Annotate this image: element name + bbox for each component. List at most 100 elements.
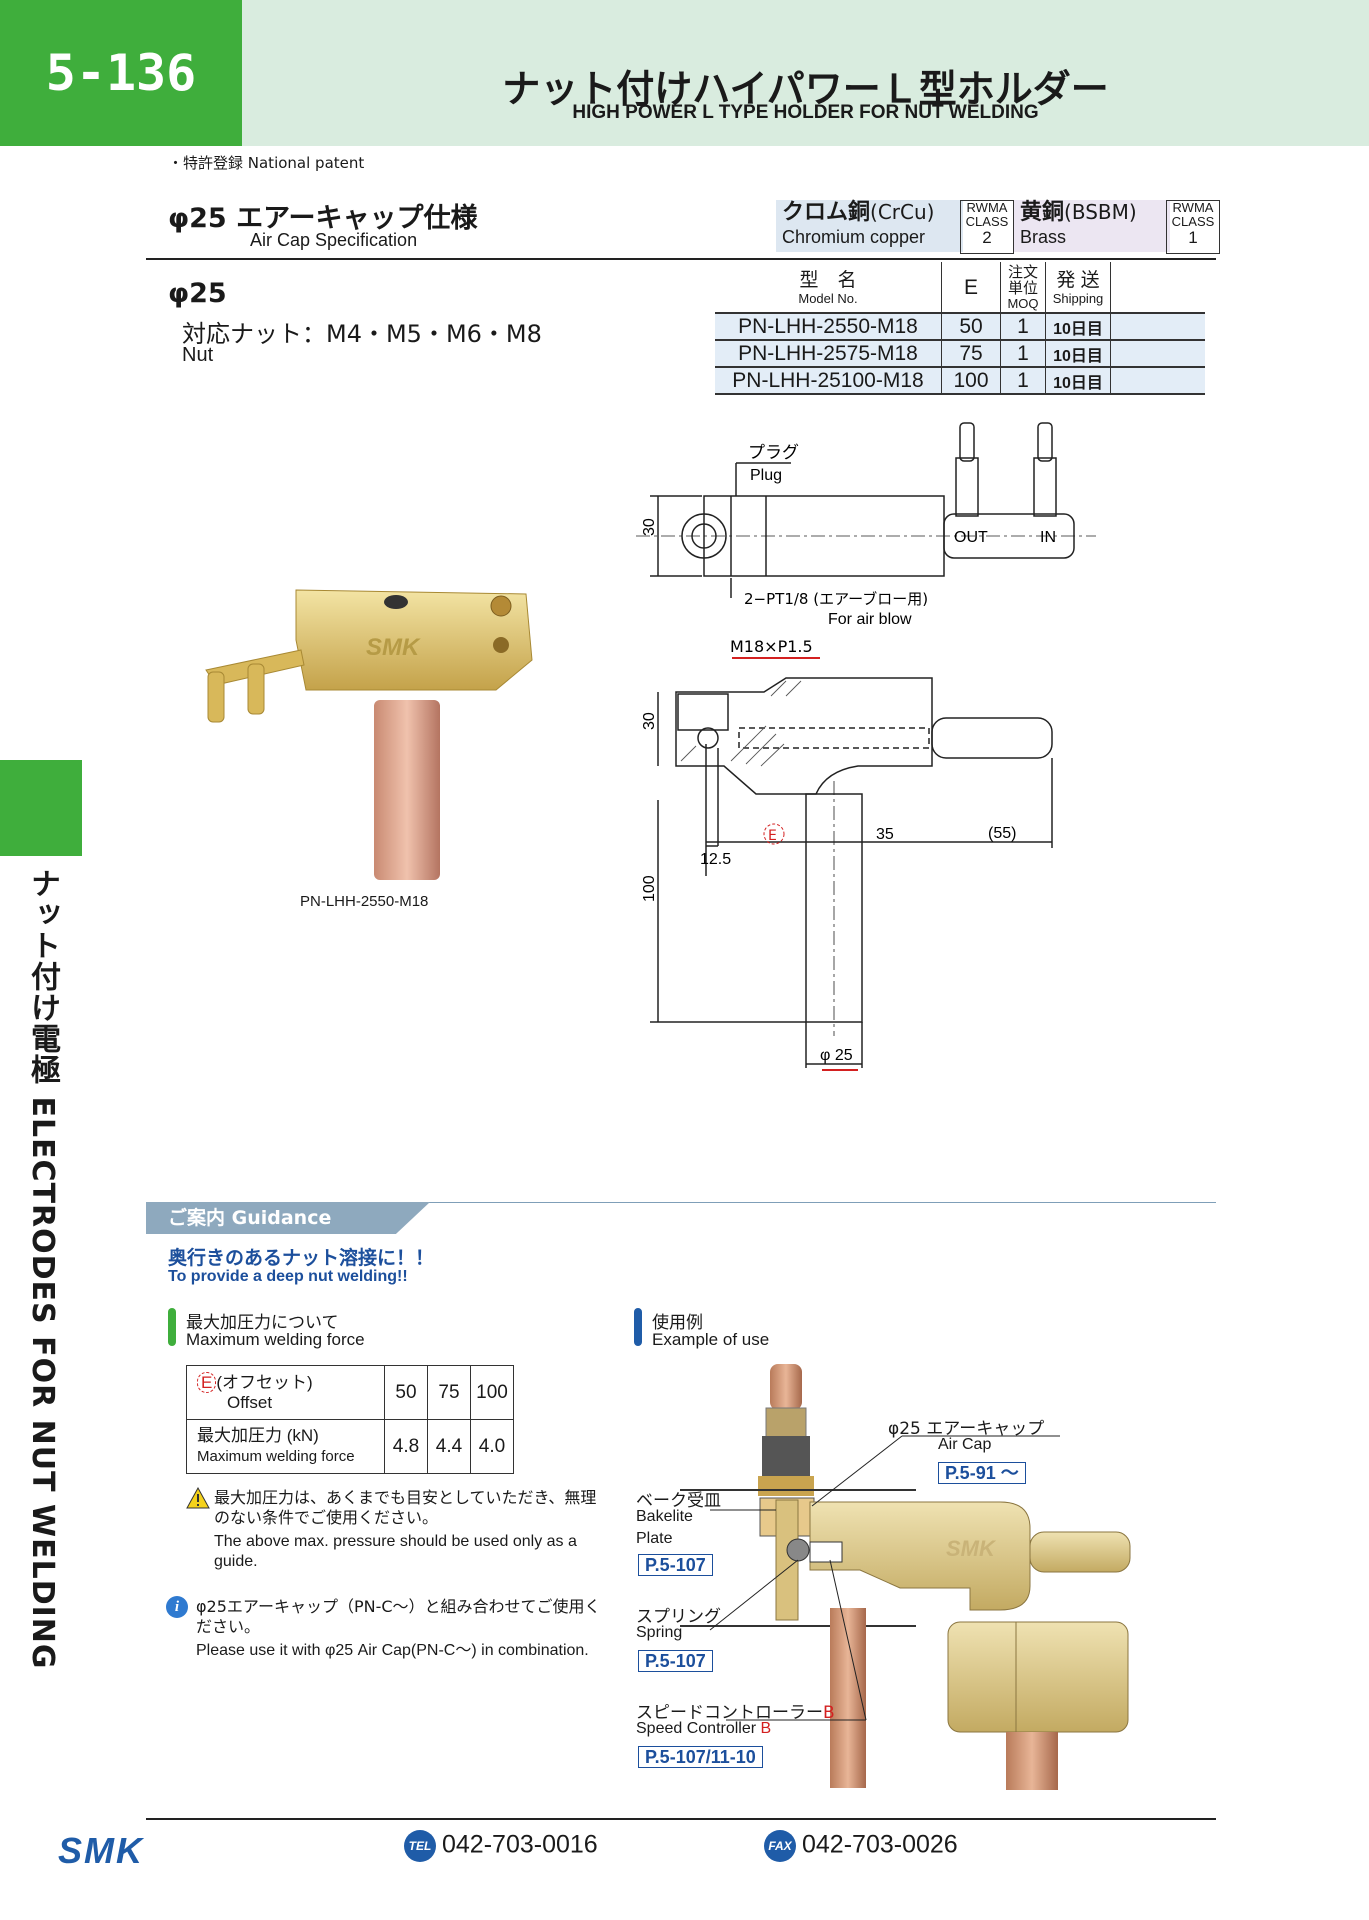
cell-model: PN-LHH-25100-M18 [715,367,942,395]
cell-shipping: 10日目 [1045,340,1111,368]
speed-label-en: Speed Controller B [636,1720,772,1737]
product-photo: SMK [205,589,533,880]
cell-moq: 1 [1000,367,1046,395]
out-label: OUT [954,529,988,546]
hose-barb [1033,457,1057,517]
hose-barb [955,457,979,517]
rwma-class-box: RWMA CLASS 1 [1166,200,1220,254]
usage-logo: SMK [946,1536,997,1561]
offset-value: 100 [470,1365,514,1420]
plug-label-jp: プラグ [748,443,799,463]
section-hatch [680,680,802,767]
speed-label-jp: スピードコントローラーB [636,1703,835,1723]
holder-top [762,1436,810,1476]
phone-icon: TEL [404,1830,436,1862]
rwma-label: RWMA CLASS [965,200,1009,229]
info-note-en: Please use it with φ25 Air Cap(PN-C〜) in… [196,1642,589,1659]
info-icon: i [166,1596,188,1618]
bakelite-label-en: Bakelite [636,1508,693,1525]
material-chromium-copper: クロム銅(CrCu) Chromium copper [776,200,963,252]
aircap-label-en: Air Cap [938,1436,992,1453]
rwma-label: RWMA CLASS [1171,200,1215,229]
dim-55: (55) [988,825,1016,842]
cell-e: 75 [941,340,1001,368]
photo-caption: PN-LHH-2550-M18 [300,893,429,910]
footer-logo: SMK [58,1830,144,1871]
nut-pocket [677,693,729,731]
force-value: 4.4 [427,1419,471,1474]
rwma-class: 1 [1188,228,1198,247]
brass-block [295,589,533,691]
air-shaft [1029,1531,1131,1573]
warning-note-jp: 最大加圧力は、あくまでも目安としていただき、無理のない条件でご使用ください。 [214,1488,597,1527]
plug-label-en: Plug [750,467,782,484]
side-hole [493,637,509,653]
spring-label-jp: スプリング [636,1607,721,1627]
section-divider [146,258,1216,260]
offset-label: E(オフセット)Offset [186,1365,385,1420]
table-row: PN-LHH-2550-M18 50 1 10日目 [715,313,1205,341]
warning-icon [186,1487,210,1509]
cell-e: 50 [941,313,1001,341]
aircap-ref[interactable]: P.5-91 〜 [938,1462,1026,1484]
air-shaft [931,717,1053,759]
speed-ref[interactable]: P.5-107/11-10 [638,1746,763,1768]
rwma-class-box: RWMA CLASS 2 [960,200,1014,254]
info-note-jp: φ25エアーキャップ（PN-C〜）と組み合わせてご使用ください。 [196,1597,601,1636]
force-table: E(オフセット)Offset 50 75 100 最大加圧力 (kN)Maxim… [186,1365,514,1474]
hose-fitting [207,671,225,723]
force-value: 4.8 [384,1419,428,1474]
force-value: 4.0 [470,1419,514,1474]
cell-shipping: 10日目 [1045,367,1111,395]
footer-rule [146,1818,1216,1820]
tel-number: 042-703-0016 [442,1830,598,1859]
usage-illustration: SMK [680,1364,1131,1790]
force-title-jp: 最大加圧力について [186,1313,339,1333]
material-code: (CrCu) [870,200,935,224]
material-jp: クロム銅 [782,200,871,225]
force-title-en: Maximum welding force [186,1330,365,1349]
material-code: (BSBM) [1064,200,1137,224]
green-marker [168,1308,176,1346]
table-row: E(オフセット)Offset 50 75 100 [186,1365,514,1420]
hose-fitting [247,663,265,715]
photo-logo: SMK [366,634,421,661]
lower-holder [947,1621,1129,1733]
guidance-tab: ご案内 Guidance [146,1202,430,1234]
offset-value: 75 [427,1365,471,1420]
drawing-section-view: M18×P1.5 30 E 35 (55) 12.5 100 φ 25 [641,637,1053,1071]
upper-electrode [770,1364,802,1410]
bakelite-label-jp: ベーク受皿 [636,1491,721,1511]
material-en: Brass [1020,227,1067,247]
bakelite-ref[interactable]: P.5-107 [638,1554,713,1576]
page-number: 5-136 [0,0,242,146]
nut-list-en: Nut [182,344,214,366]
copper-shaft [374,700,440,880]
material-en: Chromium copper [782,227,926,247]
plug-circle [681,513,727,559]
patent-note: ・特許登録 National patent [168,154,365,172]
spring-ref[interactable]: P.5-107 [638,1650,713,1672]
dim-e: E [768,828,777,844]
drawing-top-view: 30 プラグ Plug OUT IN 2−PT1/8 (エアーブロー用) For… [636,422,1096,628]
cell-moq: 1 [1000,313,1046,341]
fax-icon: FAX [764,1830,796,1862]
dim-35: 35 [876,826,894,843]
example-title-jp: 使用例 [652,1313,703,1333]
cell-shipping: 10日目 [1045,313,1111,341]
material-brass: 黄銅(BSBM) Brass [1014,200,1170,252]
holder-body [809,1501,1031,1611]
table-row: 最大加圧力 (kN)Maximum welding force 4.8 4.4 … [186,1419,514,1474]
dim-30: 30 [641,518,658,536]
col-e: E [941,262,1001,314]
thread-label: M18×P1.5 [730,637,813,656]
section-title-en: Air Cap Specification [250,230,418,250]
guidance-lead-en: To provide a deep nut welding!! [168,1268,408,1285]
side-label: ナット付け電極 ELECTRODES FOR NUT WELDING [25,868,60,1670]
cell-model: PN-LHH-2550-M18 [715,313,942,341]
